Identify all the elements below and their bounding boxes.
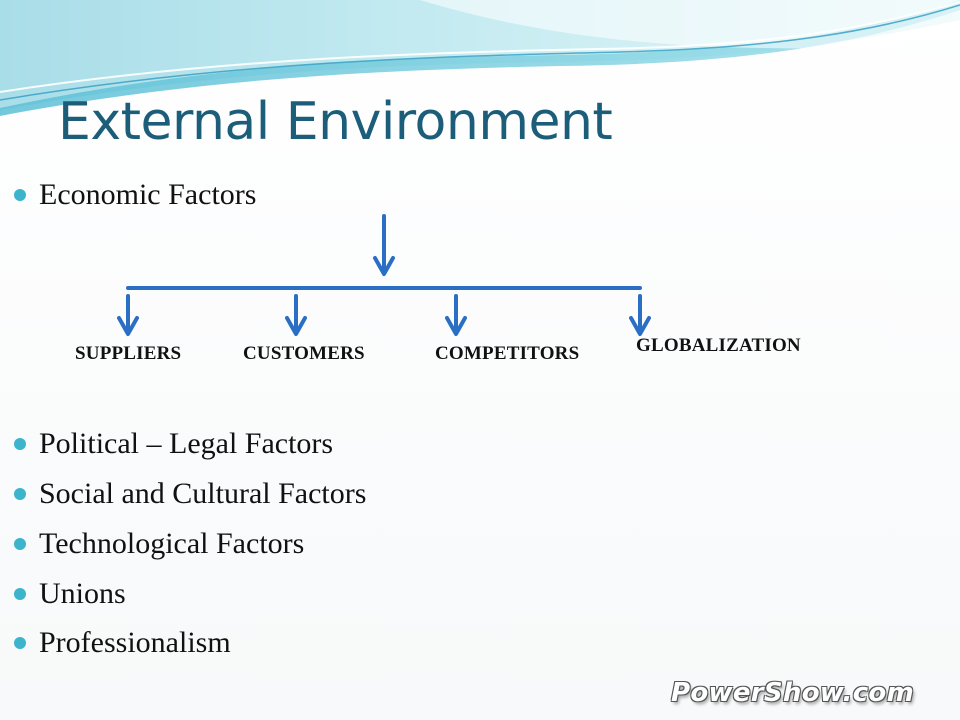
- label-globalization: GLOBALIZATION: [636, 335, 801, 356]
- bullet-dot: [14, 588, 26, 600]
- bullet-dot: [14, 189, 26, 201]
- header-wave-decoration: [0, 0, 960, 116]
- bullet-dot: [14, 488, 26, 500]
- label-suppliers: SUPPLIERS: [75, 343, 182, 364]
- label-customers: CUSTOMERS: [243, 343, 365, 364]
- bullet-dot: [14, 538, 26, 550]
- bullet-social-cultural: Social and Cultural Factors: [14, 476, 366, 512]
- bullet-text: Social and Cultural Factors: [39, 477, 367, 510]
- bullet-unions: Unions: [14, 576, 126, 612]
- bullet-dot: [14, 637, 26, 649]
- bullet-political-legal: Political – Legal Factors: [14, 426, 333, 462]
- arrow-competitors: [445, 294, 467, 336]
- slide-title: External Environment: [58, 92, 613, 152]
- powershow-watermark: PowerShow.com: [671, 678, 914, 708]
- bullet-professionalism: Professionalism: [14, 625, 231, 661]
- bullet-text: Professionalism: [39, 626, 231, 659]
- bullet-text: Unions: [39, 577, 126, 610]
- bullet-text: Political – Legal Factors: [39, 427, 334, 460]
- arrow-globalization: [629, 294, 651, 336]
- bullet-economic-factors: Economic Factors: [14, 177, 256, 213]
- arrow-main-down: [373, 214, 395, 276]
- label-competitors: COMPETITORS: [435, 343, 580, 364]
- arrow-suppliers: [117, 294, 139, 336]
- bullet-text: Technological Factors: [39, 527, 305, 560]
- arrow-customers: [285, 294, 307, 336]
- bullet-technological: Technological Factors: [14, 526, 304, 562]
- bullet-text: Economic Factors: [39, 178, 257, 211]
- bullet-dot: [14, 438, 26, 450]
